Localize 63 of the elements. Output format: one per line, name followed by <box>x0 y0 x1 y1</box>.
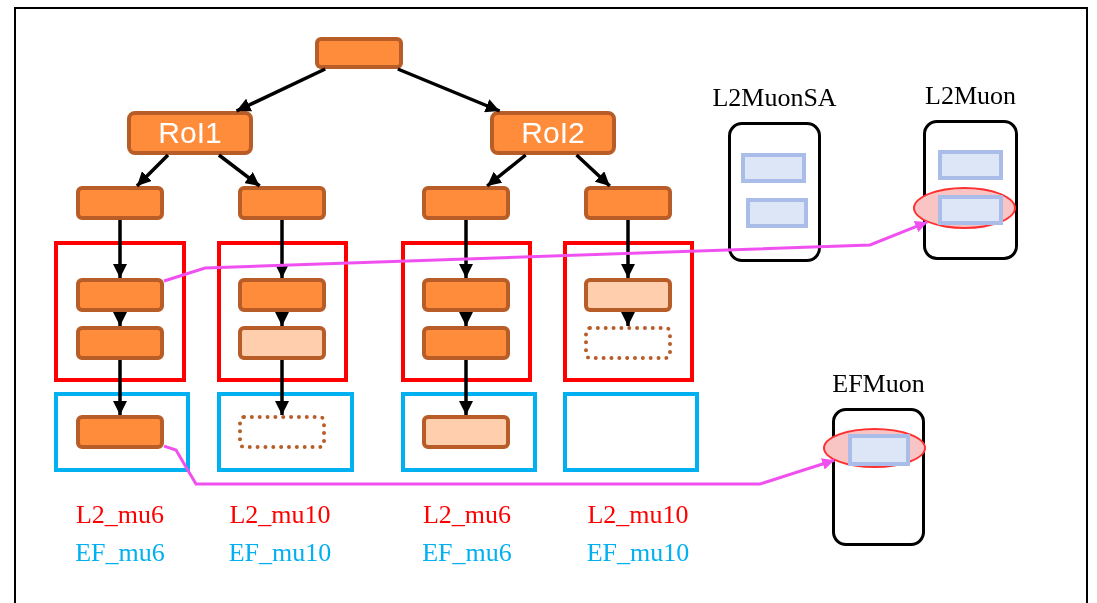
group-frame <box>401 241 532 382</box>
arrow <box>459 360 473 415</box>
slot-box <box>745 197 808 228</box>
roi-box: RoI2 <box>490 111 616 155</box>
arrow <box>459 220 473 278</box>
slot-box <box>937 194 1003 225</box>
group-frame <box>54 392 190 472</box>
process-box <box>584 186 672 220</box>
arrow <box>275 220 289 278</box>
arrow <box>397 67 501 113</box>
process-box <box>76 278 164 312</box>
group-frame <box>401 392 537 472</box>
arrow <box>575 153 611 188</box>
trigger-chain-label: L2_mu6 <box>75 500 165 530</box>
process-box <box>238 186 326 220</box>
container-heading: L2Muon <box>925 81 1016 111</box>
group-frame <box>217 241 348 382</box>
trigger-chain-label: L2_mu10 <box>229 500 331 530</box>
arrow <box>621 220 635 278</box>
process-box <box>315 37 403 69</box>
placeholder-box <box>584 326 672 360</box>
arrow <box>275 360 289 415</box>
trigger-chain-label: EF_mu6 <box>75 538 165 568</box>
arrow <box>163 444 835 486</box>
trigger-chain-label: EF_mu10 <box>228 538 332 568</box>
process-box <box>238 326 326 360</box>
process-box <box>422 186 510 220</box>
roi-box: RoI1 <box>127 111 253 155</box>
arrow <box>217 153 261 188</box>
arrow <box>135 153 170 188</box>
group-frame <box>217 392 354 472</box>
container-heading: L2MuonSA <box>712 83 837 113</box>
arrow <box>113 312 127 326</box>
slot-box <box>847 433 910 466</box>
process-box <box>238 278 326 312</box>
arrow <box>113 220 127 278</box>
process-box <box>584 278 672 312</box>
arrow <box>459 312 473 326</box>
arrow <box>275 312 289 326</box>
slot-box <box>740 152 806 183</box>
arrow <box>163 220 928 283</box>
slot-box <box>937 149 1003 180</box>
process-box <box>76 186 164 220</box>
process-box <box>422 326 510 360</box>
trigger-chain-label: EF_mu6 <box>422 538 512 568</box>
process-box <box>76 415 164 449</box>
highlight-ellipse <box>822 427 926 468</box>
process-box <box>422 415 510 449</box>
arrow <box>113 360 127 415</box>
trigger-chain-label: L2_mu10 <box>587 500 689 530</box>
arrow <box>235 67 326 113</box>
arrow <box>621 312 635 326</box>
highlight-ellipse <box>912 186 1016 229</box>
group-frame <box>54 241 186 382</box>
arrow <box>486 153 527 188</box>
process-box <box>76 326 164 360</box>
placeholder-box <box>238 415 326 449</box>
group-frame <box>563 392 699 472</box>
trigger-chain-label: EF_mu10 <box>586 538 690 568</box>
trigger-chain-label: L2_mu6 <box>422 500 512 530</box>
group-frame <box>563 241 694 382</box>
container-heading: EFMuon <box>832 369 925 399</box>
process-box <box>422 278 510 312</box>
